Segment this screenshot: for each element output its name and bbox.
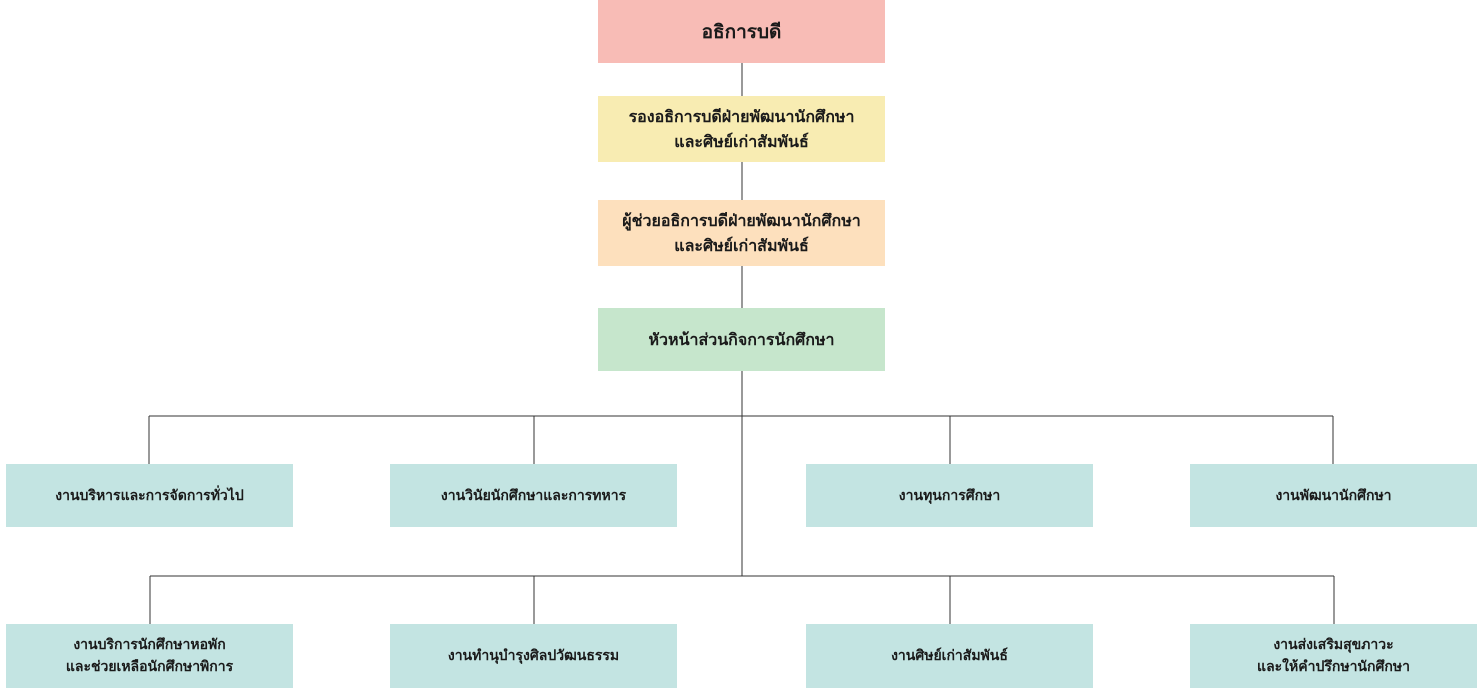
unit-alumni-relations: งานศิษย์เก่าสัมพันธ์ [806, 624, 1093, 688]
unit-label: งานทำนุบำรุงศิลปวัฒนธรรม [447, 648, 620, 664]
unit-label-line-1: งานบริการนักศึกษาหอพัก [73, 637, 226, 653]
unit-label: งานทุนการศึกษา [898, 487, 1001, 504]
connector-lines [148, 63, 1335, 624]
unit-dormitory-disability-services: งานบริการนักศึกษาหอพัก และช่วยเหลือนักศึ… [6, 624, 293, 688]
vice-president-title-line-2: และศิษย์เก่าสัมพันธ์ [674, 132, 809, 151]
unit-label-line-2: และให้คำปรึกษานักศึกษา [1257, 659, 1410, 675]
student-affairs-head-title: หัวหน้าส่วนกิจการนักศึกษา [648, 330, 835, 349]
assistant-president-box: ผู้ช่วยอธิการบดีฝ่ายพัฒนานักศึกษา และศิษ… [598, 200, 885, 266]
vice-president-box: รองอธิการบดีฝ่ายพัฒนานักศึกษา และศิษย์เก… [598, 96, 885, 162]
unit-scholarships: งานทุนการศึกษา [806, 464, 1093, 527]
unit-label-line-2: และช่วยเหลือนักศึกษาพิการ [65, 659, 234, 675]
unit-wellbeing-counseling: งานส่งเสริมสุขภาวะ และให้คำปรึกษานักศึกษ… [1190, 624, 1477, 688]
unit-arts-culture: งานทำนุบำรุงศิลปวัฒนธรรม [390, 624, 677, 688]
student-affairs-head-box: หัวหน้าส่วนกิจการนักศึกษา [598, 308, 885, 371]
unit-student-development: งานพัฒนานักศึกษา [1190, 464, 1477, 527]
president-box: อธิการบดี [598, 0, 885, 63]
unit-general-administration: งานบริหารและการจัดการทั่วไป [6, 464, 293, 527]
vice-president-title-line-1: รองอธิการบดีฝ่ายพัฒนานักศึกษา [628, 107, 855, 126]
unit-label: งานพัฒนานักศึกษา [1275, 487, 1392, 504]
unit-label: งานบริหารและการจัดการทั่วไป [55, 487, 244, 504]
president-title: อธิการบดี [701, 20, 782, 43]
assistant-president-title-line-2: และศิษย์เก่าสัมพันธ์ [674, 236, 809, 255]
unit-label: งานวินัยนักศึกษาและการทหาร [440, 487, 627, 504]
unit-discipline-military: งานวินัยนักศึกษาและการทหาร [390, 464, 677, 527]
unit-label-line-1: งานส่งเสริมสุขภาวะ [1273, 637, 1394, 653]
unit-label: งานศิษย์เก่าสัมพันธ์ [891, 648, 1008, 664]
assistant-president-title-line-1: ผู้ช่วยอธิการบดีฝ่ายพัฒนานักศึกษา [622, 211, 861, 230]
